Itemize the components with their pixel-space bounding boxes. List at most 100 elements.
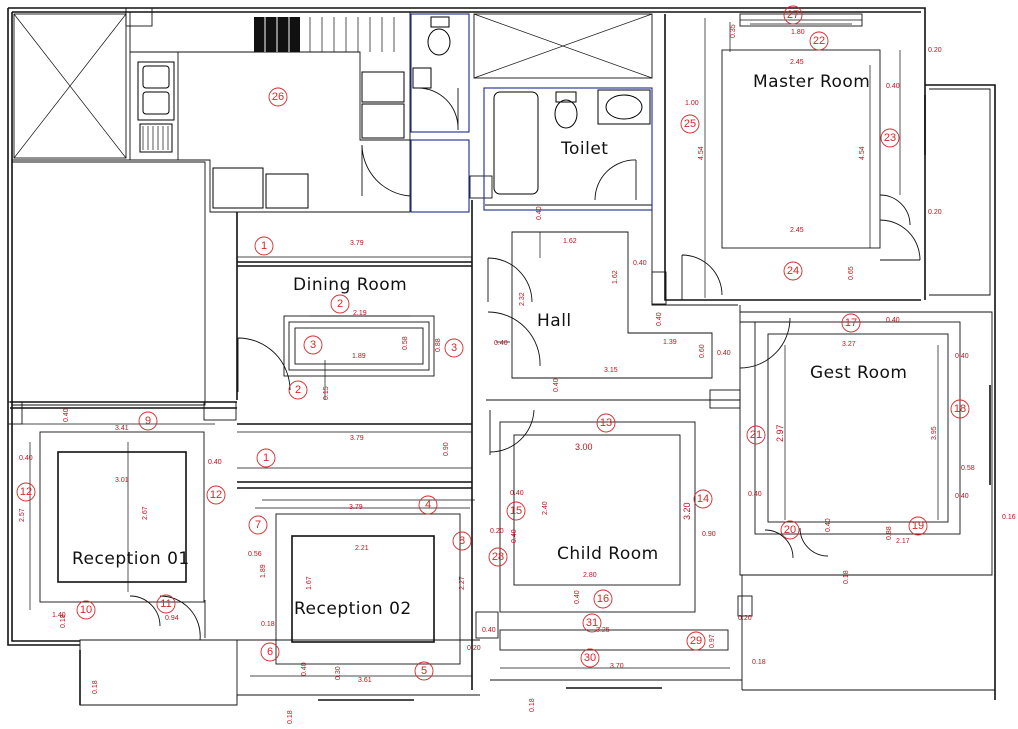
tag-marker: 25 <box>680 114 700 134</box>
dimension-label: 3.79 <box>350 435 364 442</box>
dimension-label: 2.19 <box>353 310 367 317</box>
svg-text:3: 3 <box>310 339 316 351</box>
dimension-label: 3.79 <box>350 240 364 247</box>
dimension-label: 2.67 <box>142 506 149 520</box>
tag-marker: 10 <box>76 600 96 620</box>
dimension-label: 0.40 <box>955 353 969 360</box>
svg-text:26: 26 <box>272 91 284 103</box>
svg-text:25: 25 <box>684 118 696 130</box>
room-label-master: Master Room <box>753 72 870 92</box>
tag-marker: 6 <box>260 642 280 662</box>
tag-marker: 31 <box>582 613 602 633</box>
dimension-label: 0.65 <box>848 266 855 280</box>
tag-marker: 5 <box>414 661 434 681</box>
tag-marker: 1 <box>256 448 276 468</box>
dimension-label: 0.40 <box>511 529 518 543</box>
dimension-label: 1.62 <box>612 270 619 284</box>
tag-marker: 1 <box>254 236 274 256</box>
dimension-label: 2.45 <box>790 227 804 234</box>
dimension-label: 1.39 <box>663 339 677 346</box>
room-label-toilet: Toilet <box>560 139 608 159</box>
tag-marker: 20 <box>780 520 800 540</box>
dimension-label: 0.20 <box>928 209 942 216</box>
svg-text:6: 6 <box>267 646 273 658</box>
dimension-label: 2.40 <box>542 501 549 515</box>
svg-text:14: 14 <box>697 493 709 505</box>
dimension-label: 0.20 <box>467 645 481 652</box>
dimension-label: 3.15 <box>604 367 618 374</box>
tag-marker: 12 <box>16 482 36 502</box>
dimension-label: 3.79 <box>349 504 363 511</box>
tag-marker: 7 <box>248 515 268 535</box>
dimension-label: 3.00 <box>575 442 593 452</box>
svg-text:8: 8 <box>459 535 465 547</box>
dimension-label: 3.01 <box>115 477 129 484</box>
dimension-label: 1.80 <box>791 29 805 36</box>
dimension-label: 0.18 <box>287 710 294 724</box>
dimension-label: 3.61 <box>358 677 372 684</box>
svg-text:5: 5 <box>421 665 427 677</box>
tag-marker: 23 <box>880 128 900 148</box>
dimension-label: 0.18 <box>752 659 766 666</box>
dimension-label: 2.21 <box>355 545 369 552</box>
dimension-label: 2.17 <box>896 538 910 545</box>
svg-text:29: 29 <box>690 635 702 647</box>
room-label-dining: Dining Room <box>293 275 407 295</box>
dimension-label: 2.97 <box>775 424 785 442</box>
svg-text:12: 12 <box>20 486 32 498</box>
tag-marker: 30 <box>580 648 600 668</box>
tag-marker: 15 <box>506 501 526 521</box>
dimension-label: 0.90 <box>702 531 716 538</box>
tag-marker: 18 <box>950 399 970 419</box>
tag-marker: 2 <box>288 380 308 400</box>
dimension-label: 0.18 <box>843 570 850 584</box>
dimension-label: 0.40 <box>208 459 222 466</box>
dimension-label: 4.54 <box>859 146 866 160</box>
dimension-label: 0.40 <box>494 340 508 347</box>
svg-text:9: 9 <box>145 415 151 427</box>
svg-text:24: 24 <box>787 265 799 277</box>
svg-text:7: 7 <box>255 519 261 531</box>
svg-text:28: 28 <box>492 551 504 563</box>
dimension-label: 0.18 <box>261 621 275 628</box>
tag-marker: 27 <box>783 5 803 25</box>
annotation-tags: 1 1 2 2 3 3 4 5 6 7 8 9 10 11 12 12 13 1… <box>16 5 970 681</box>
tag-marker: 14 <box>693 489 713 509</box>
ceiling-frames <box>22 13 991 705</box>
dimension-label: 0.40 <box>717 350 731 357</box>
dimension-label: 0.35 <box>730 24 737 38</box>
tag-marker: 24 <box>783 261 803 281</box>
svg-text:16: 16 <box>597 593 609 605</box>
svg-text:1: 1 <box>263 452 269 464</box>
dimension-label: 0.18 <box>92 680 99 694</box>
dimension-label: 0.40 <box>886 83 900 90</box>
svg-text:23: 23 <box>884 132 896 144</box>
dimension-label: 3.20 <box>682 502 692 520</box>
dimension-label: 0.90 <box>443 442 450 456</box>
tag-marker: 9 <box>138 411 158 431</box>
svg-text:11: 11 <box>160 598 171 610</box>
svg-text:4: 4 <box>425 499 431 511</box>
dimension-label: 0.40 <box>510 490 524 497</box>
dimension-label: 0.58 <box>402 336 409 350</box>
svg-text:3: 3 <box>451 342 457 354</box>
svg-text:10: 10 <box>80 604 92 616</box>
tag-marker: 12 <box>206 485 226 505</box>
dimension-label: 0.60 <box>699 344 706 358</box>
dimension-label: 0.40 <box>955 493 969 500</box>
svg-text:31: 31 <box>586 617 598 629</box>
dimension-label: 0.15 <box>323 386 330 400</box>
dimension-label: 0.18 <box>60 614 67 628</box>
tag-marker: 21 <box>746 425 766 445</box>
dimension-label: 0.40 <box>886 317 900 324</box>
svg-text:2: 2 <box>295 384 301 396</box>
dimension-label: 0.40 <box>553 378 560 392</box>
dimension-label: 0.40 <box>63 408 70 422</box>
svg-text:17: 17 <box>845 317 857 329</box>
dimension-label: 0.58 <box>961 465 975 472</box>
room-label-child: Child Room <box>557 544 659 564</box>
tag-marker: 28 <box>488 547 508 567</box>
tag-marker: 8 <box>452 531 472 551</box>
dimension-label: 0.40 <box>825 518 832 532</box>
